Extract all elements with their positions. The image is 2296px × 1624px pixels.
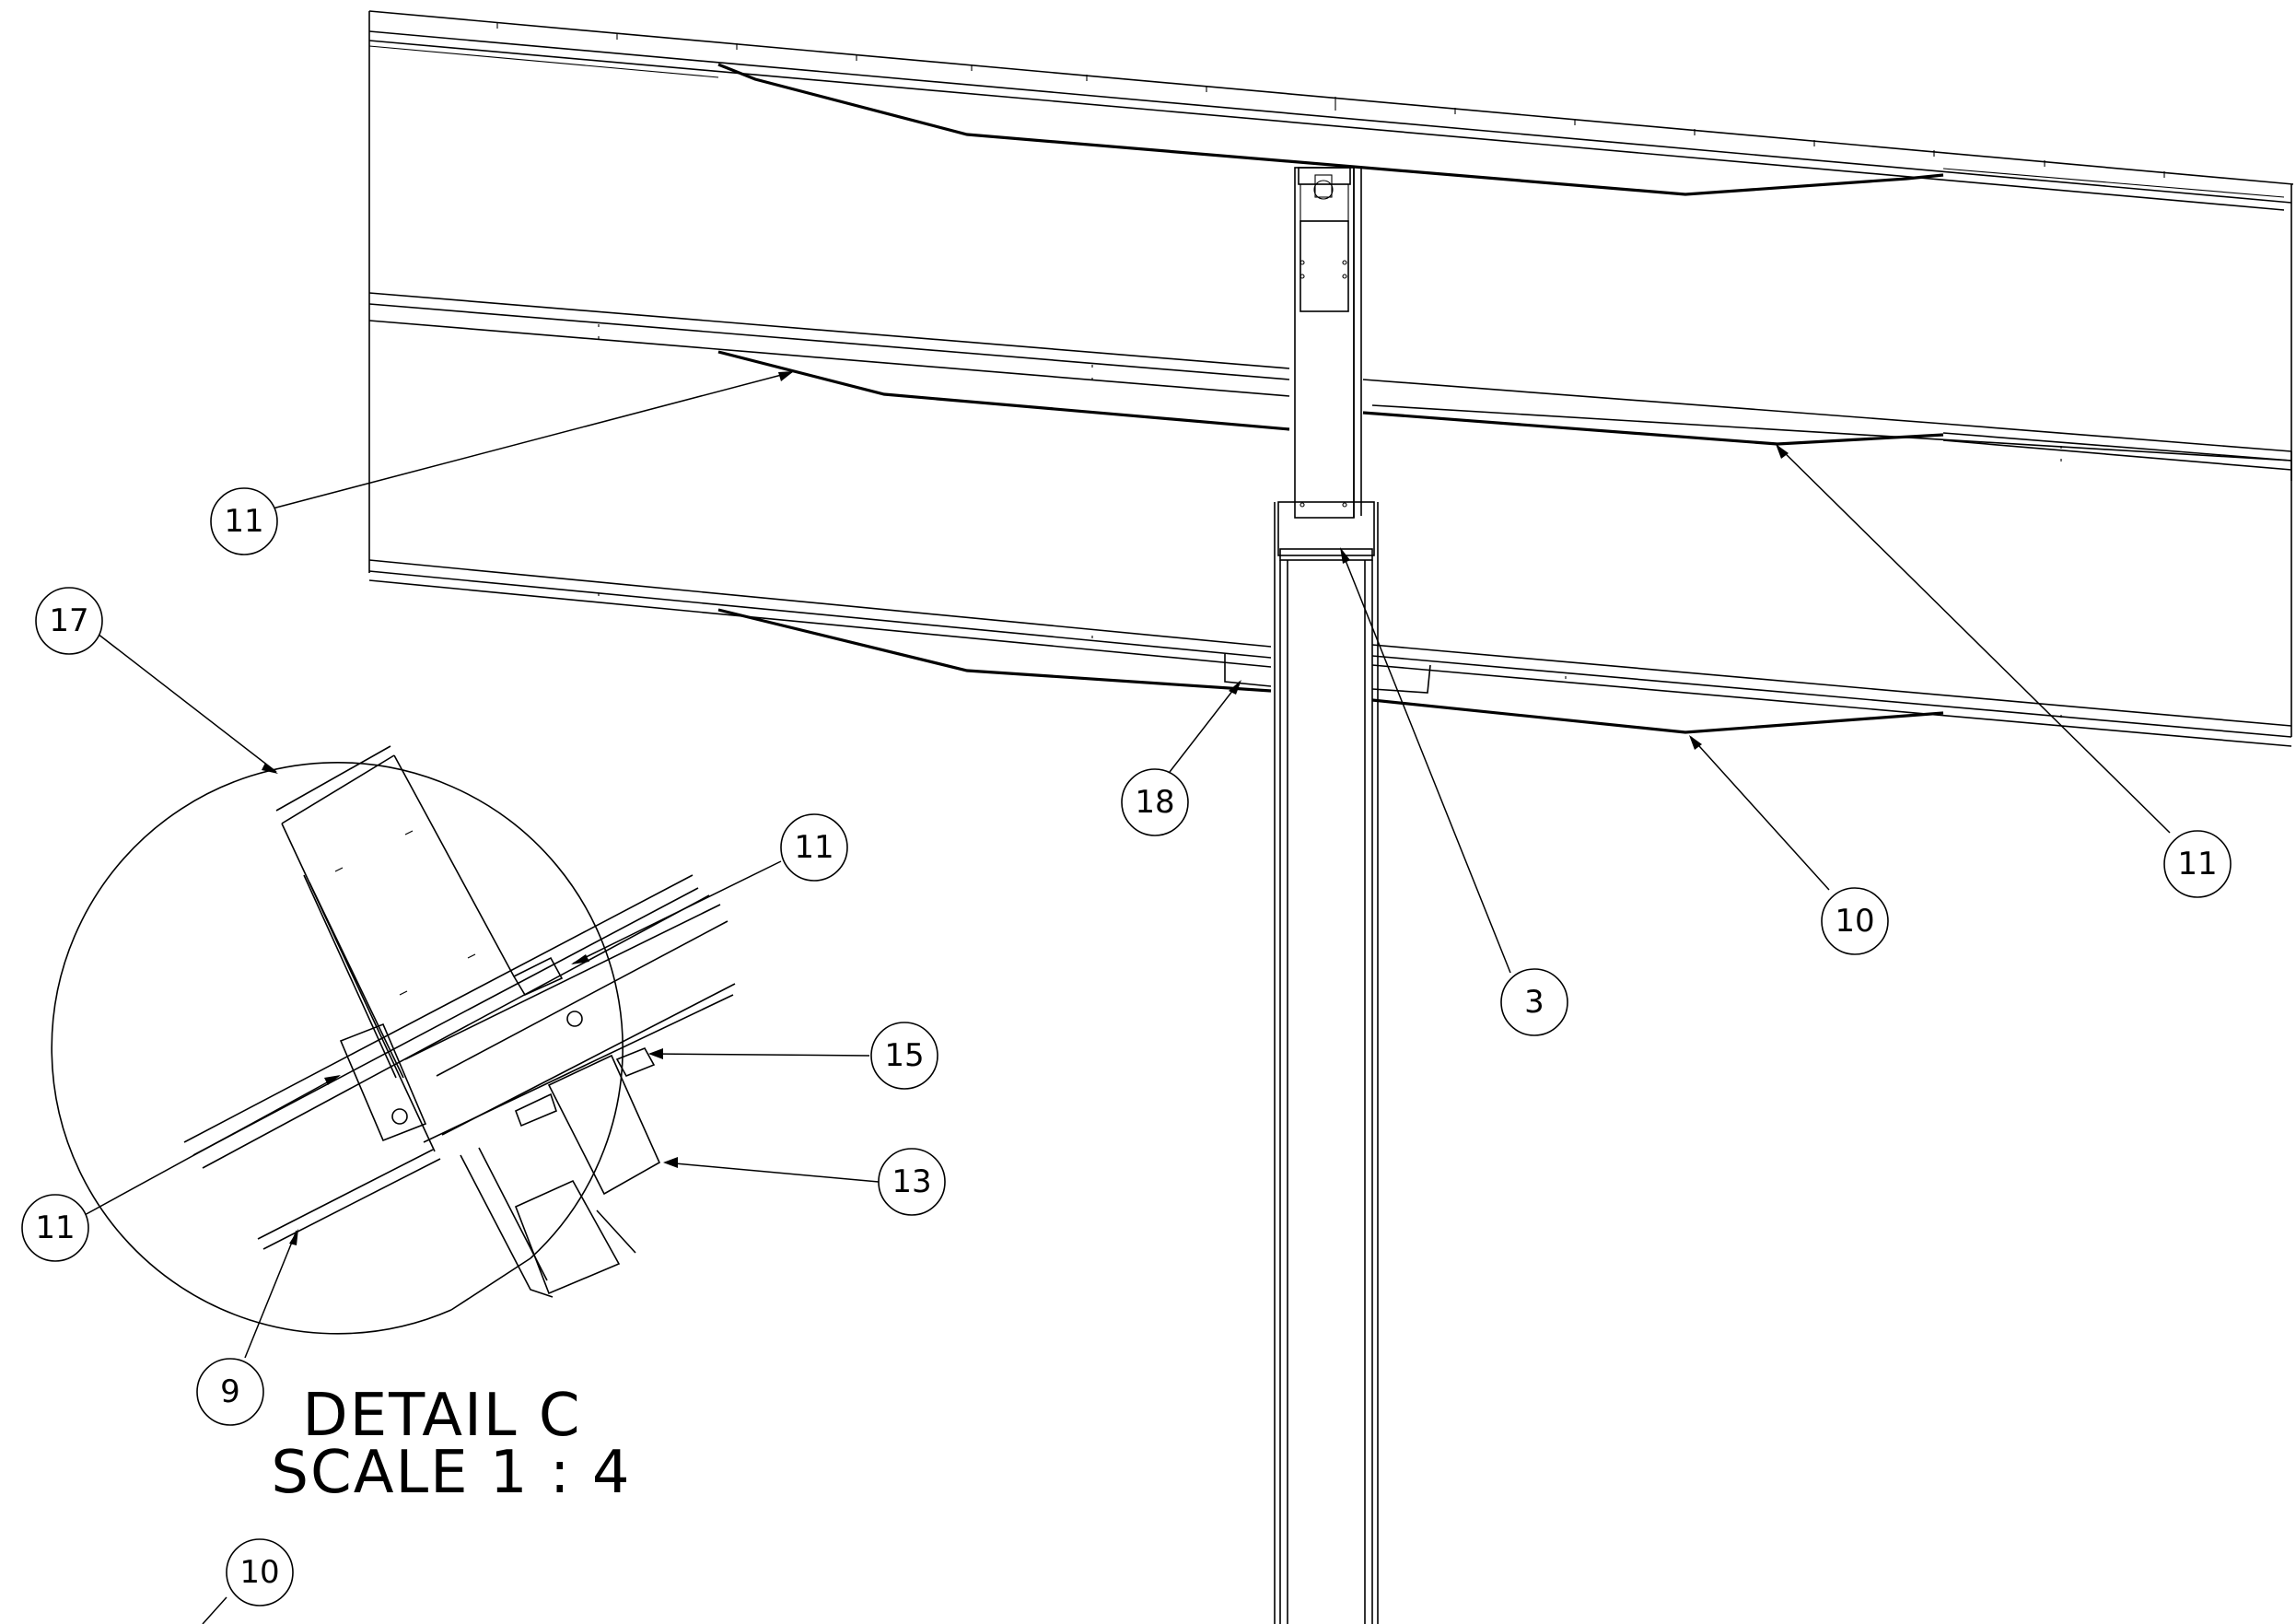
balloon-11-detail-top: 11 — [780, 813, 848, 882]
detail-c-view — [51, 745, 736, 1335]
post-assembly — [1274, 167, 1379, 1624]
balloon-label: 15 — [884, 1037, 924, 1074]
balloon-18: 18 — [1121, 768, 1189, 836]
balloon-17: 17 — [35, 587, 103, 655]
balloon-label: 11 — [794, 829, 833, 866]
balloon-label: 9 — [220, 1373, 240, 1410]
balloon-13: 13 — [878, 1148, 946, 1216]
balloon-15: 15 — [870, 1022, 938, 1090]
balloon-11-left-panel: 11 — [210, 487, 278, 555]
top-rail — [368, 10, 2294, 211]
balloon-label: 11 — [224, 503, 263, 540]
balloon-10-bottom: 10 — [226, 1538, 294, 1606]
balloon-3: 3 — [1500, 968, 1568, 1036]
balloon-label: 10 — [239, 1554, 279, 1591]
balloon-label: 17 — [49, 602, 88, 639]
balloon-10-right: 10 — [1821, 887, 1889, 955]
balloon-11-right: 11 — [2163, 830, 2232, 898]
middle-rail — [368, 292, 2292, 481]
balloon-9: 9 — [196, 1358, 264, 1426]
balloon-label: 11 — [2177, 846, 2217, 882]
balloon-label: 3 — [1524, 984, 1544, 1021]
balloon-label: 10 — [1835, 903, 1874, 940]
bottom-rail — [368, 559, 2292, 747]
panel-assembly — [368, 10, 2294, 747]
detail-scale: SCALE 1 : 4 — [271, 1439, 631, 1507]
balloon-label: 18 — [1135, 784, 1174, 821]
balloon-label: 11 — [35, 1209, 75, 1246]
detail-title: DETAIL C — [302, 1382, 581, 1450]
balloon-11-detail-left: 11 — [21, 1194, 89, 1262]
leader-lines — [82, 371, 2171, 1624]
balloon-label: 13 — [892, 1163, 931, 1200]
